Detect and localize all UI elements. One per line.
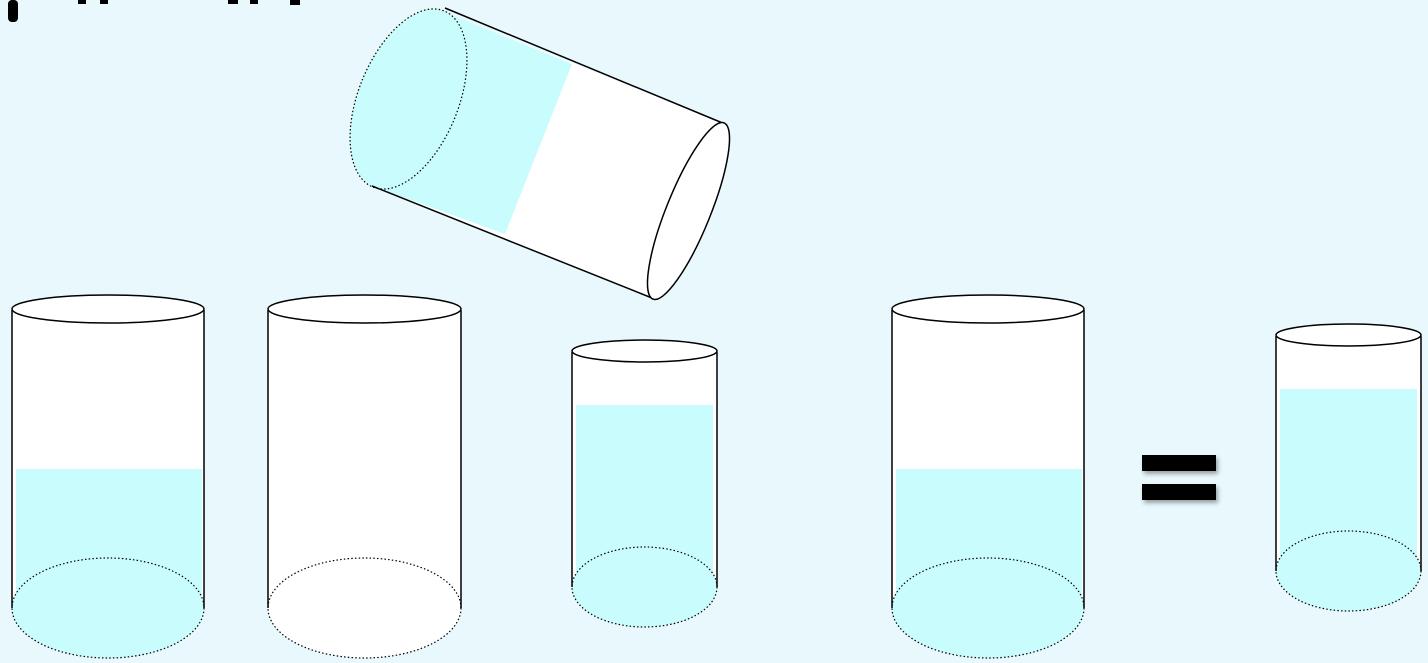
cylinder-large-1 xyxy=(12,295,204,658)
cropped-text-fragment xyxy=(8,0,300,22)
cylinder-small-2 xyxy=(1276,324,1421,611)
cylinder-large-2-empty xyxy=(268,295,461,658)
equals-sign xyxy=(1142,455,1216,500)
cylinder-tilted-pouring xyxy=(327,0,745,307)
cylinder-large-3 xyxy=(892,295,1084,658)
cylinder-small-1 xyxy=(572,340,717,627)
